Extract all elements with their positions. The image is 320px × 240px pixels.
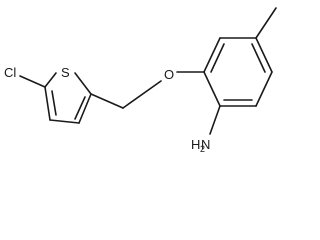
amine-h-count-label: 2	[200, 144, 205, 153]
bond-c4-c5	[44, 86, 51, 121]
bond-ch2-o	[122, 80, 162, 109]
bond-ar1-ar2	[203, 37, 221, 73]
bond-c2-ch2	[90, 93, 124, 109]
bond-ar3-ar4-inner	[251, 43, 266, 73]
bond-c2-c3	[78, 93, 92, 124]
bond-c5-s	[44, 72, 57, 88]
chlorine-label: Cl	[4, 65, 16, 80]
amine-n-label: N	[201, 137, 210, 152]
bond-ar1-ar2-inner	[210, 43, 225, 73]
structure-diagram: Cl S O N H 2	[4, 7, 277, 153]
molecule-drawing: Cl S O N H 2	[4, 7, 277, 153]
amine-h-label: H	[191, 137, 200, 152]
bond-ar6-ar1	[203, 71, 221, 107]
bond-c4-c5-inner	[51, 90, 57, 116]
bond-c5-cl	[19, 75, 46, 88]
bond-c2-c3-inner	[74, 96, 86, 120]
bond-c3-c4	[49, 119, 80, 124]
bond-ar6-n	[209, 105, 221, 135]
sulfur-label: S	[61, 65, 70, 80]
bond-ar4-ar5	[255, 71, 273, 107]
bond-ar3-ar4	[255, 37, 273, 73]
oxygen-label: O	[164, 67, 174, 82]
bond-s-c2	[74, 72, 92, 95]
bond-ar3-methyl	[255, 7, 277, 39]
